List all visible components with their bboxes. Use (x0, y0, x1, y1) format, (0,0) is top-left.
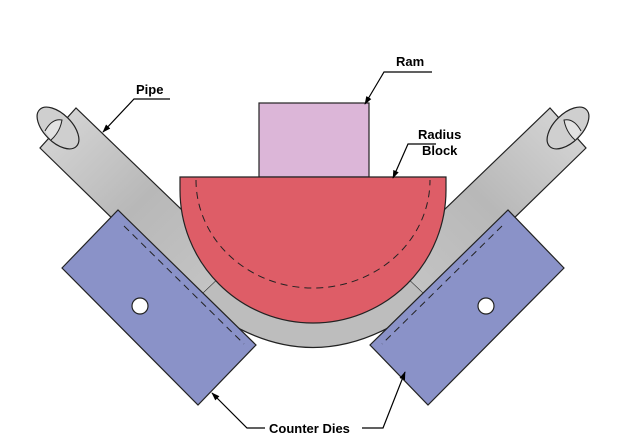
radius-block-label-line2: Block (422, 143, 458, 158)
pipe-leader (102, 98, 170, 133)
counter-die-left-hidden-line (123, 225, 245, 345)
ram-label: Ram (396, 54, 424, 69)
counter-die-left-hole-icon (131, 297, 149, 315)
counter-dies-leader-left (211, 392, 265, 429)
radius-block (179, 176, 447, 324)
counter-dies-leader-right (362, 371, 406, 429)
radius-block-leader (392, 143, 436, 179)
pipe-right-end-icon (546, 106, 590, 150)
radius-block-label-line1: Radius (418, 127, 461, 142)
pipe-left-end-icon (36, 106, 80, 150)
ram (258, 102, 370, 178)
counter-die-left (61, 209, 257, 406)
counter-die-right-hole-icon (477, 297, 495, 315)
radius-block-groove-line (195, 179, 431, 289)
ram-leader (364, 71, 432, 105)
counter-dies-label: Counter Dies (269, 421, 350, 436)
counter-die-right-hidden-line (381, 225, 503, 345)
counter-die-right (369, 209, 565, 406)
pipe-label: Pipe (136, 82, 163, 97)
leader-lines (102, 71, 436, 429)
